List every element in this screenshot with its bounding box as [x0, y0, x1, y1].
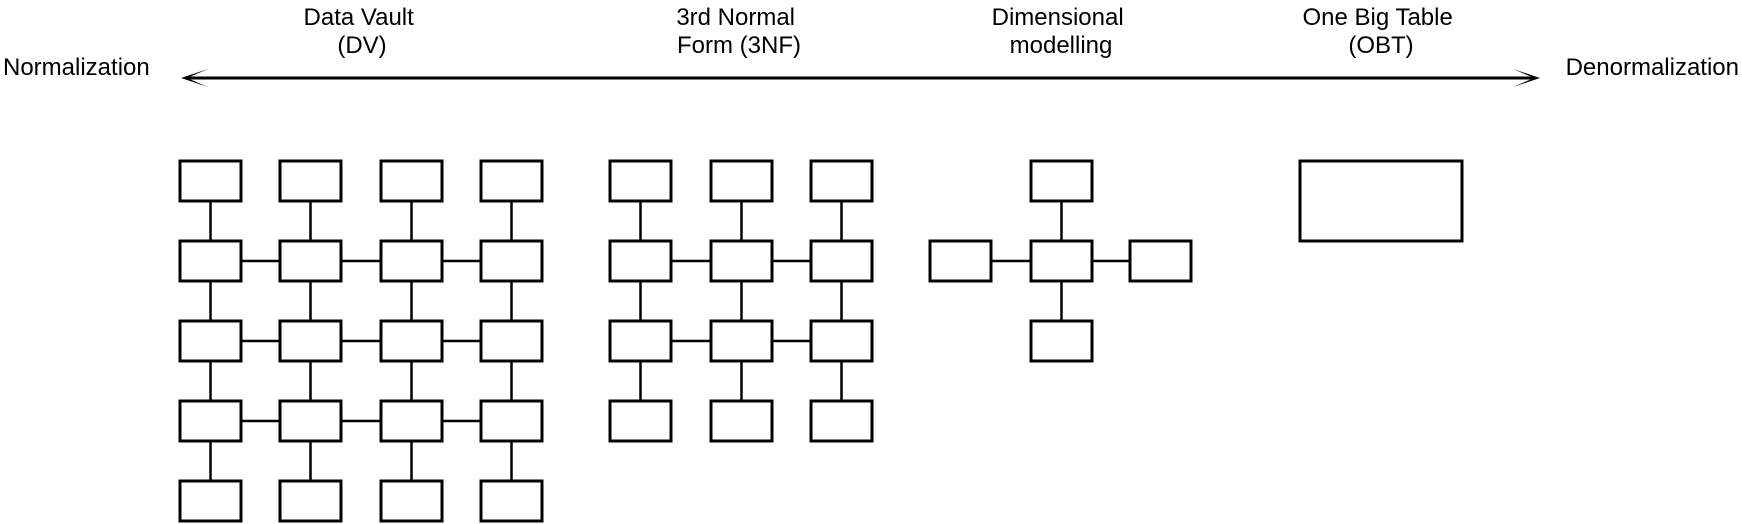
dimensional-table-box: [928, 239, 993, 283]
data-vault-table-box: [178, 479, 243, 523]
3nf-table-box: [709, 399, 774, 443]
header-3nf: 3rd Normal Form (3NF): [676, 4, 801, 59]
data-vault-table-box: [278, 479, 343, 523]
data-vault-table-box: [278, 319, 343, 363]
spectrum-axis: Normalization Denormalization: [3, 54, 1739, 87]
data-vault-table-box: [379, 319, 444, 363]
data-vault-table-box: [278, 159, 343, 203]
3nf-table-box: [608, 319, 673, 363]
data-vault-table-box: [379, 399, 444, 443]
data-vault-table-box: [479, 319, 544, 363]
3nf-table-box: [709, 239, 774, 283]
header-obt: One Big Table (OBT): [1303, 4, 1460, 59]
data-vault-table-box: [479, 239, 544, 283]
3nf-table-box: [608, 159, 673, 203]
data-vault-table-box: [278, 399, 343, 443]
normalization-label: Normalization: [3, 54, 150, 81]
obt-table-box: [1298, 159, 1464, 243]
data-vault-table-box: [178, 399, 243, 443]
3nf-table-box: [809, 159, 874, 203]
data-vault-table-box: [379, 239, 444, 283]
dimensional-table-box: [1029, 319, 1094, 363]
3nf-table-box: [709, 159, 774, 203]
data-vault-table-box: [379, 159, 444, 203]
header-data-vault: Data Vault (DV): [304, 4, 421, 59]
3nf-table-box: [809, 239, 874, 283]
data-vault-table-box: [479, 479, 544, 523]
data-vault-table-box: [178, 159, 243, 203]
approach-headers: Data Vault (DV) 3rd Normal Form (3NF) Di…: [304, 4, 1460, 59]
3nf-table-box: [709, 319, 774, 363]
3nf-table-box: [608, 399, 673, 443]
data-vault-table-box: [178, 239, 243, 283]
dimensional-table-box: [1029, 159, 1094, 203]
arrowhead-right-icon: [1513, 69, 1540, 87]
data-vault-table-box: [479, 399, 544, 443]
3nf-table-box: [809, 319, 874, 363]
dimensional-table-box: [1128, 239, 1193, 283]
data-vault-table-box: [278, 239, 343, 283]
dimensional-table-box: [1029, 239, 1094, 283]
data-vault-table-box: [479, 159, 544, 203]
3nf-table-box: [809, 399, 874, 443]
arrowhead-left-icon: [181, 69, 208, 87]
denormalization-label: Denormalization: [1566, 54, 1739, 81]
3nf-table-box: [608, 239, 673, 283]
connector-lines-layer: [209, 181, 1161, 501]
data-vault-table-box: [178, 319, 243, 363]
header-dimensional: Dimensional modelling: [992, 4, 1131, 59]
table-boxes-layer: [178, 159, 1464, 523]
data-vault-table-box: [379, 479, 444, 523]
